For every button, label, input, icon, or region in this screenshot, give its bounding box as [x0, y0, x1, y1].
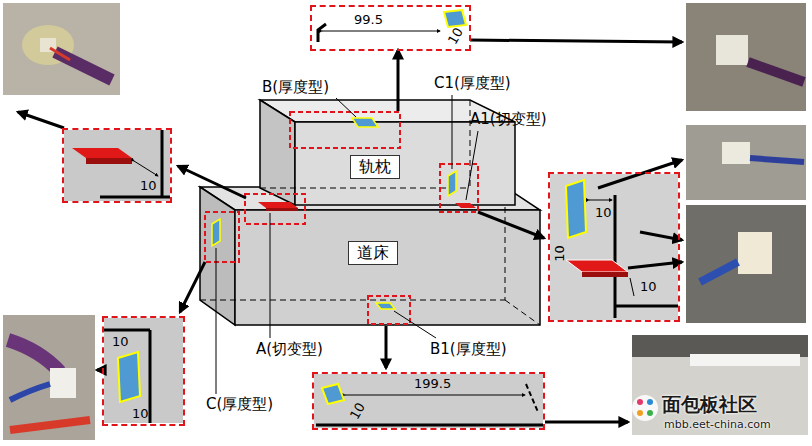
- dimension-value: 10: [595, 206, 612, 221]
- track-bed-face: 道床: [235, 210, 540, 325]
- sensor: [212, 118, 476, 309]
- watermark-logo: [632, 395, 658, 421]
- dimension-value: 10: [112, 335, 129, 350]
- part-label: A(切变型): [256, 341, 323, 358]
- watermark: mbb.eet-china.com: [664, 419, 771, 432]
- part-label: B1(厚度型): [430, 341, 507, 358]
- pointer-arrow: [18, 40, 682, 422]
- watermark: 面包板社区: [662, 394, 757, 416]
- detail-inset: 10: [62, 128, 172, 203]
- dimension-value: 199.5: [414, 377, 451, 392]
- dimension-value: 10: [640, 280, 657, 295]
- part-label: C1(厚度型): [434, 75, 511, 92]
- inset-drawing: [104, 318, 183, 423]
- inset-drawing: [64, 130, 170, 201]
- dimension-value: 10: [553, 245, 568, 262]
- detail-inset: 10 10: [102, 316, 185, 426]
- photo: [632, 335, 808, 435]
- detail-inset: 199.5 10: [312, 372, 545, 430]
- inset-drawing: [312, 7, 468, 43]
- photo: [3, 315, 95, 440]
- dimension-value: 10: [140, 179, 157, 194]
- photo: [686, 205, 806, 323]
- detail-inset: 10 10 10: [548, 172, 680, 322]
- track-bed: [200, 187, 540, 325]
- dimension-value: 10: [132, 407, 149, 422]
- photo: [686, 3, 806, 111]
- sleeper-face: 轨枕: [295, 122, 515, 205]
- body-name: 道床: [348, 241, 398, 265]
- callout-region: [205, 112, 478, 324]
- inset-drawing: [550, 174, 678, 320]
- part-label: C(厚度型): [206, 396, 273, 413]
- dimension-value: 10: [446, 26, 467, 48]
- body-name: 轨枕: [350, 155, 400, 179]
- dimension-value: 10: [348, 401, 369, 423]
- inset-drawing: [314, 374, 543, 428]
- part-label: B(厚度型): [262, 79, 329, 96]
- dimension-value: 99.5: [354, 13, 383, 28]
- part-label: A1(切变型): [470, 111, 547, 128]
- photo: [3, 3, 120, 95]
- photo: [686, 125, 806, 200]
- detail-inset: 99.5 10: [310, 5, 471, 51]
